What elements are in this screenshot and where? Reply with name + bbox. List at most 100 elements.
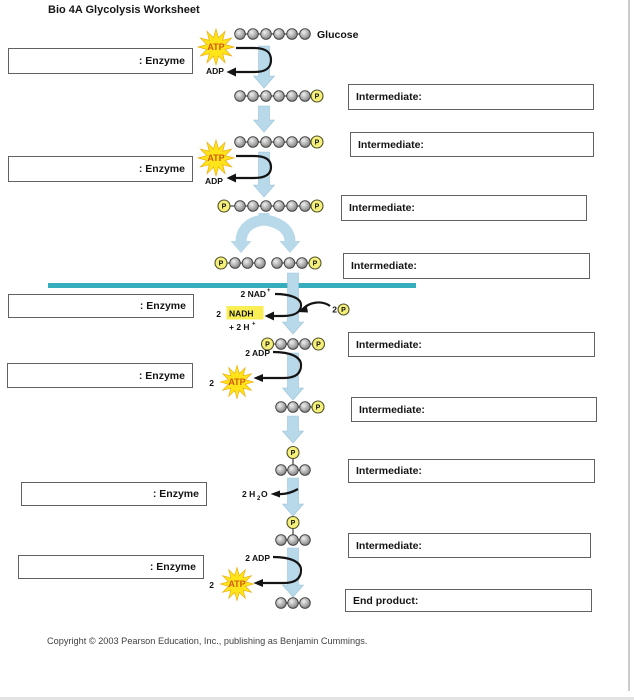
phosphate-icon	[311, 337, 326, 351]
enzyme-answer-box[interactable]: : Enzyme	[8, 294, 194, 318]
nadh-highlight	[226, 306, 264, 320]
svg-text:2: 2	[332, 305, 337, 315]
svg-text:ATP: ATP	[228, 579, 245, 589]
phosphate-icon	[217, 199, 231, 213]
enzyme-answer-box[interactable]: : Enzyme	[21, 482, 207, 506]
bead-chain-6p: P	[234, 89, 324, 103]
water-label: 2 H	[242, 489, 255, 499]
svg-text:P: P	[316, 342, 321, 349]
phosphate-icon	[260, 337, 275, 351]
atp-adp-reaction-arrow	[226, 154, 273, 183]
svg-text:P: P	[291, 450, 296, 457]
svg-text:P: P	[291, 520, 296, 527]
water-out-arrow: 2 H 2 O	[242, 488, 299, 502]
split-chain-left: P	[214, 256, 266, 270]
bead-chain-3-ptop: P	[275, 445, 311, 476]
phosphate-icon	[310, 89, 324, 103]
intermediate-box-label: Intermediate:	[358, 138, 424, 151]
enzyme-box-label: : Enzyme	[152, 488, 199, 500]
flow-arrow	[281, 477, 305, 517]
enzyme-box-label: : Enzyme	[138, 55, 185, 67]
flow-arrow	[281, 547, 305, 598]
svg-text:ATP: ATP	[228, 377, 245, 387]
bead-chain-6p: P	[234, 135, 324, 149]
coefficient-two: 2	[209, 580, 214, 590]
phosphate-icon	[286, 515, 300, 530]
h-superscript: +	[252, 322, 256, 328]
end-product-chain	[275, 597, 311, 609]
flow-arrow	[281, 272, 305, 335]
intermediate-answer-box[interactable]: Intermediate:	[341, 195, 587, 221]
coefficient-two: 2	[209, 378, 214, 388]
enzyme-answer-box[interactable]: : Enzyme	[18, 555, 204, 579]
phosphate-icon	[311, 400, 325, 414]
intermediate-box-label: Intermediate:	[351, 260, 417, 272]
intermediate-answer-box[interactable]: Intermediate:	[348, 332, 595, 357]
intermediate-box-label: Intermediate:	[356, 338, 422, 351]
adp-label: 2 ADP	[245, 348, 270, 358]
svg-text:P: P	[222, 204, 227, 211]
nad-nadh-reaction-arrow	[264, 292, 303, 321]
intermediate-box-label: Intermediate:	[356, 539, 422, 552]
page-edge-right	[628, 0, 630, 691]
svg-text:ATP: ATP	[207, 153, 224, 163]
phosphate-icon	[214, 256, 228, 270]
enzyme-box-label: : Enzyme	[138, 369, 185, 382]
adp-label: ADP	[205, 176, 223, 186]
water-oxygen: O	[261, 489, 268, 499]
svg-text:P: P	[315, 140, 320, 147]
enzyme-box-label: : Enzyme	[139, 300, 186, 312]
svg-text:P: P	[265, 342, 270, 349]
flow-arrow	[281, 415, 305, 444]
coefficient-two: 2	[216, 309, 221, 319]
water-subscript: 2	[257, 496, 261, 502]
atp-burst-icon: ATP 2	[209, 364, 255, 400]
fork-arrow	[230, 213, 301, 253]
bead-chain-p6p: P P	[217, 199, 324, 213]
nadh-label: NADH	[229, 309, 254, 319]
enzyme-answer-box[interactable]: : Enzyme	[7, 363, 193, 388]
phosphate-icon	[310, 135, 324, 149]
end-product-answer-box[interactable]: End product:	[345, 589, 592, 612]
svg-text:P: P	[341, 307, 346, 314]
phosphate-icon	[286, 445, 300, 460]
phase-divider-line	[48, 283, 416, 288]
glucose-chain	[234, 28, 311, 40]
intermediate-box-label: Intermediate:	[359, 403, 425, 416]
svg-text:ATP: ATP	[207, 42, 224, 52]
intermediate-box-label: Intermediate:	[356, 465, 422, 477]
intermediate-answer-box[interactable]: Intermediate:	[348, 459, 595, 483]
glucose-label: Glucose	[317, 29, 359, 41]
adp-label: 2 ADP	[245, 553, 270, 563]
intermediate-answer-box[interactable]: Intermediate:	[348, 533, 591, 558]
enzyme-box-label: : Enzyme	[138, 163, 185, 175]
flow-arrow	[252, 151, 276, 198]
bead-chain-p3p: P P	[260, 337, 326, 351]
copyright-notice: Copyright © 2003 Pearson Education, Inc.…	[47, 636, 368, 646]
enzyme-answer-box[interactable]: : Enzyme	[8, 48, 193, 74]
svg-text:P: P	[315, 204, 320, 211]
enzyme-answer-box[interactable]: : Enzyme	[8, 156, 193, 182]
enzyme-box-label: : Enzyme	[149, 561, 196, 573]
phosphate-in-arrow: 2 P	[297, 301, 350, 316]
bead-chain-3-ptop: P	[275, 515, 311, 546]
intermediate-box-label: Intermediate:	[349, 202, 415, 214]
intermediate-answer-box[interactable]: Intermediate:	[348, 84, 594, 110]
atp-burst-icon: ATP	[197, 28, 235, 66]
phosphate-icon	[308, 256, 322, 270]
svg-text:P: P	[219, 261, 224, 268]
adp-atp-reaction-arrow	[253, 555, 303, 587]
flow-arrow	[252, 45, 276, 89]
flow-arrow	[252, 105, 276, 133]
page-edge-bottom	[0, 697, 634, 700]
intermediate-answer-box[interactable]: Intermediate:	[343, 253, 590, 279]
plus-2h-label: + 2 H	[229, 322, 250, 332]
svg-text:P: P	[315, 94, 320, 101]
intermediate-answer-box[interactable]: Intermediate:	[351, 397, 597, 422]
atp-adp-reaction-arrow	[226, 46, 273, 77]
atp-burst-icon: ATP	[197, 139, 235, 177]
intermediate-answer-box[interactable]: Intermediate:	[350, 132, 594, 157]
svg-text:P: P	[313, 261, 318, 268]
